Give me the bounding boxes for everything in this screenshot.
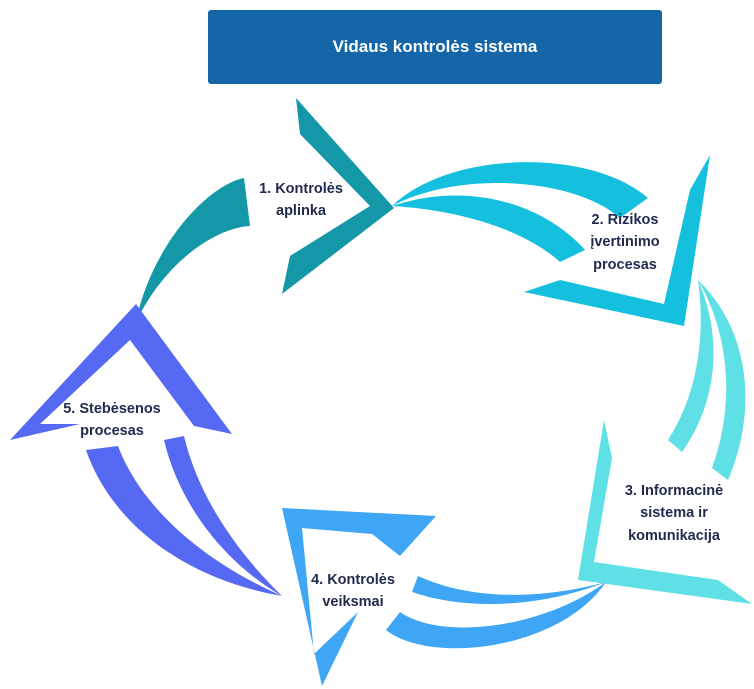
arrow-step-2-tail [392,162,648,218]
arrow-step-5-tail-inner [164,436,282,596]
arrow-step-2 [392,155,710,326]
diagram-title: Vidaus kontrolės sistema [332,37,538,56]
arrow-step-5-head [10,304,232,440]
step-3-label: 3. Informacinė sistema ir komunikacija [624,483,724,544]
arrow-step-4 [282,508,606,686]
arrow-step-2-head [524,155,710,326]
arrow-step-5 [10,304,282,596]
arrow-step-3-tail [698,280,746,480]
arrow-step-4-head [282,508,436,686]
arrow-step-2-tail-lower [392,195,585,262]
arrow-step-1 [136,98,394,322]
arrow-step-3 [578,280,752,604]
arrow-step-3-tail-inner [668,280,714,452]
step-1-label: 1. Kontrolės aplinka [259,181,343,220]
step-2-label: 2. Rizikos įvertinimo procesas [590,212,660,273]
step-4-label: 4. Kontrolės veiksmai [311,572,395,611]
arrow-step-4-tail-upper [412,576,606,605]
arrow-step-1-tail [136,178,250,322]
step-5-label: 5. Stebėsenos procesas [63,401,161,440]
diagram-title-box: Vidaus kontrolės sistema [208,10,662,84]
arrow-step-1-head [282,98,394,294]
arrow-step-5-tail [86,446,282,596]
arrow-step-4-tail [386,582,606,649]
